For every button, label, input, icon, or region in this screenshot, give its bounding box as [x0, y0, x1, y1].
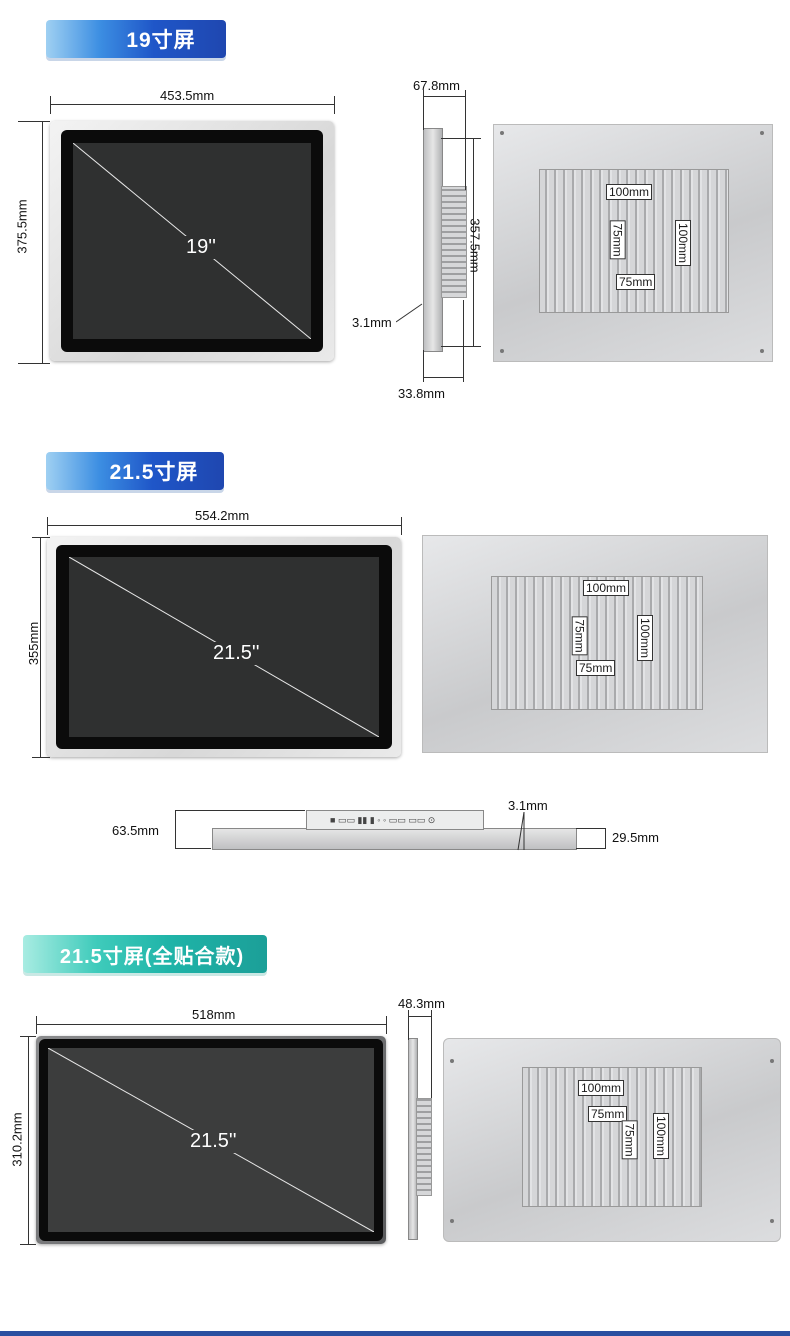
depth-dim-line — [408, 1016, 432, 1017]
depth-label: 63.5mm — [112, 823, 159, 838]
dim-tick — [50, 96, 51, 114]
height-label: 375.5mm — [14, 199, 30, 254]
dim-tick — [175, 810, 176, 848]
depth-dim-line — [175, 810, 305, 811]
back-height-dim-line — [473, 138, 474, 346]
screw-hole — [500, 131, 504, 135]
vesa-small-v-label: 75mm — [621, 1120, 638, 1160]
dim-tick — [408, 1010, 409, 1040]
width-dim-line — [50, 104, 334, 105]
width-label: 554.2mm — [195, 508, 250, 523]
height-label: 310.2mm — [9, 1112, 25, 1167]
back-heatsink — [522, 1067, 702, 1207]
bezel-label: 3.1mm — [508, 798, 548, 813]
screen-size-label: 21.5'' — [184, 1130, 243, 1153]
dim-tick — [36, 1016, 37, 1034]
dim-tick — [32, 757, 50, 758]
monitor-side-19 — [423, 128, 443, 352]
bezel-label: 3.1mm — [352, 315, 392, 330]
dim-tick — [386, 1016, 387, 1034]
side-heatsink — [416, 1098, 432, 1196]
vesa-small-h-label: 75mm — [576, 660, 616, 676]
monitor-back-19 — [493, 124, 773, 362]
monitor-front-19: 19'' — [50, 121, 334, 361]
height-dim-line — [42, 121, 43, 363]
screw-hole — [760, 349, 764, 353]
base-depth-label: 33.8mm — [398, 386, 445, 401]
monitor-back-21-5 — [422, 535, 768, 753]
screen-size-label: 21.5'' — [205, 642, 268, 665]
footer-bar — [0, 1331, 790, 1336]
vesa-v-label: 100mm — [675, 219, 692, 267]
vesa-v-label: 100mm — [637, 614, 654, 662]
screw-hole — [500, 349, 504, 353]
badge-title: 21.5寸屏(全贴合款) — [59, 945, 245, 968]
back-height-label: 357.5mm — [467, 218, 483, 273]
height-dim-line — [40, 537, 41, 757]
dim-tick — [32, 537, 50, 538]
vesa-v-label: 100mm — [653, 1112, 670, 1160]
io-panel — [306, 810, 484, 830]
dim-tick — [47, 517, 48, 535]
io-ports-icon: ■ ▭▭ ▮▮ ▮ ◦ ◦ ▭▭ ▭▭ ⊙ — [330, 815, 436, 825]
dim-tick — [576, 848, 606, 849]
dim-tick — [605, 828, 606, 848]
section-badge-19: 19寸屏 — [46, 20, 226, 58]
vesa-small-v-label: 75mm — [609, 220, 626, 260]
bezel-pointer — [396, 303, 423, 323]
vesa-h-label: 100mm — [606, 184, 653, 200]
width-label: 453.5mm — [160, 88, 215, 103]
screw-hole — [450, 1059, 454, 1063]
vesa-small-h-label: 75mm — [588, 1106, 628, 1122]
base-depth-label: 29.5mm — [612, 830, 659, 845]
screw-hole — [450, 1219, 454, 1223]
dim-tick — [18, 121, 50, 122]
screw-hole — [770, 1059, 774, 1063]
screen-size-label: 19'' — [180, 236, 222, 259]
side-heatsink — [441, 186, 467, 298]
screw-hole — [770, 1219, 774, 1223]
vesa-h-label: 100mm — [578, 1080, 625, 1096]
height-dim-line — [28, 1036, 29, 1244]
dim-tick — [423, 90, 424, 130]
dim-tick — [18, 363, 50, 364]
base-dim-line — [423, 377, 463, 378]
dim-tick — [175, 848, 211, 849]
dim-tick — [441, 138, 481, 139]
vesa-h-label: 100mm — [583, 580, 630, 596]
depth-label: 48.3mm — [398, 996, 445, 1011]
screw-hole — [760, 131, 764, 135]
depth-dim-line — [423, 96, 465, 97]
badge-title: 21.5寸屏 — [109, 461, 199, 484]
monitor-front-21-5-full: 21.5'' — [36, 1036, 386, 1244]
dim-tick — [576, 828, 606, 829]
dim-tick — [20, 1244, 36, 1245]
back-heatsink — [491, 576, 703, 710]
dim-tick — [423, 350, 424, 382]
vesa-small-v-label: 75mm — [571, 616, 588, 656]
dim-tick — [463, 300, 464, 382]
dim-tick — [441, 346, 481, 347]
vesa-small-h-label: 75mm — [616, 274, 656, 290]
width-dim-line — [36, 1024, 386, 1025]
depth-label: 67.8mm — [413, 78, 460, 93]
section-badge-21-5: 21.5寸屏 — [46, 452, 224, 490]
monitor-front-21-5: 21.5'' — [47, 537, 401, 757]
dim-tick — [465, 90, 466, 190]
dim-tick — [401, 517, 402, 535]
dim-tick — [431, 1010, 432, 1098]
bezel-pointer — [517, 812, 525, 851]
section-badge-21-5-full: 21.5寸屏(全贴合款) — [23, 935, 267, 973]
height-label: 355mm — [26, 621, 42, 666]
badge-title: 19寸屏 — [126, 29, 196, 52]
width-label: 518mm — [192, 1007, 236, 1022]
width-dim-line — [47, 525, 401, 526]
dim-tick — [334, 96, 335, 114]
monitor-back-21-5-full — [443, 1038, 781, 1242]
dim-tick — [20, 1036, 36, 1037]
